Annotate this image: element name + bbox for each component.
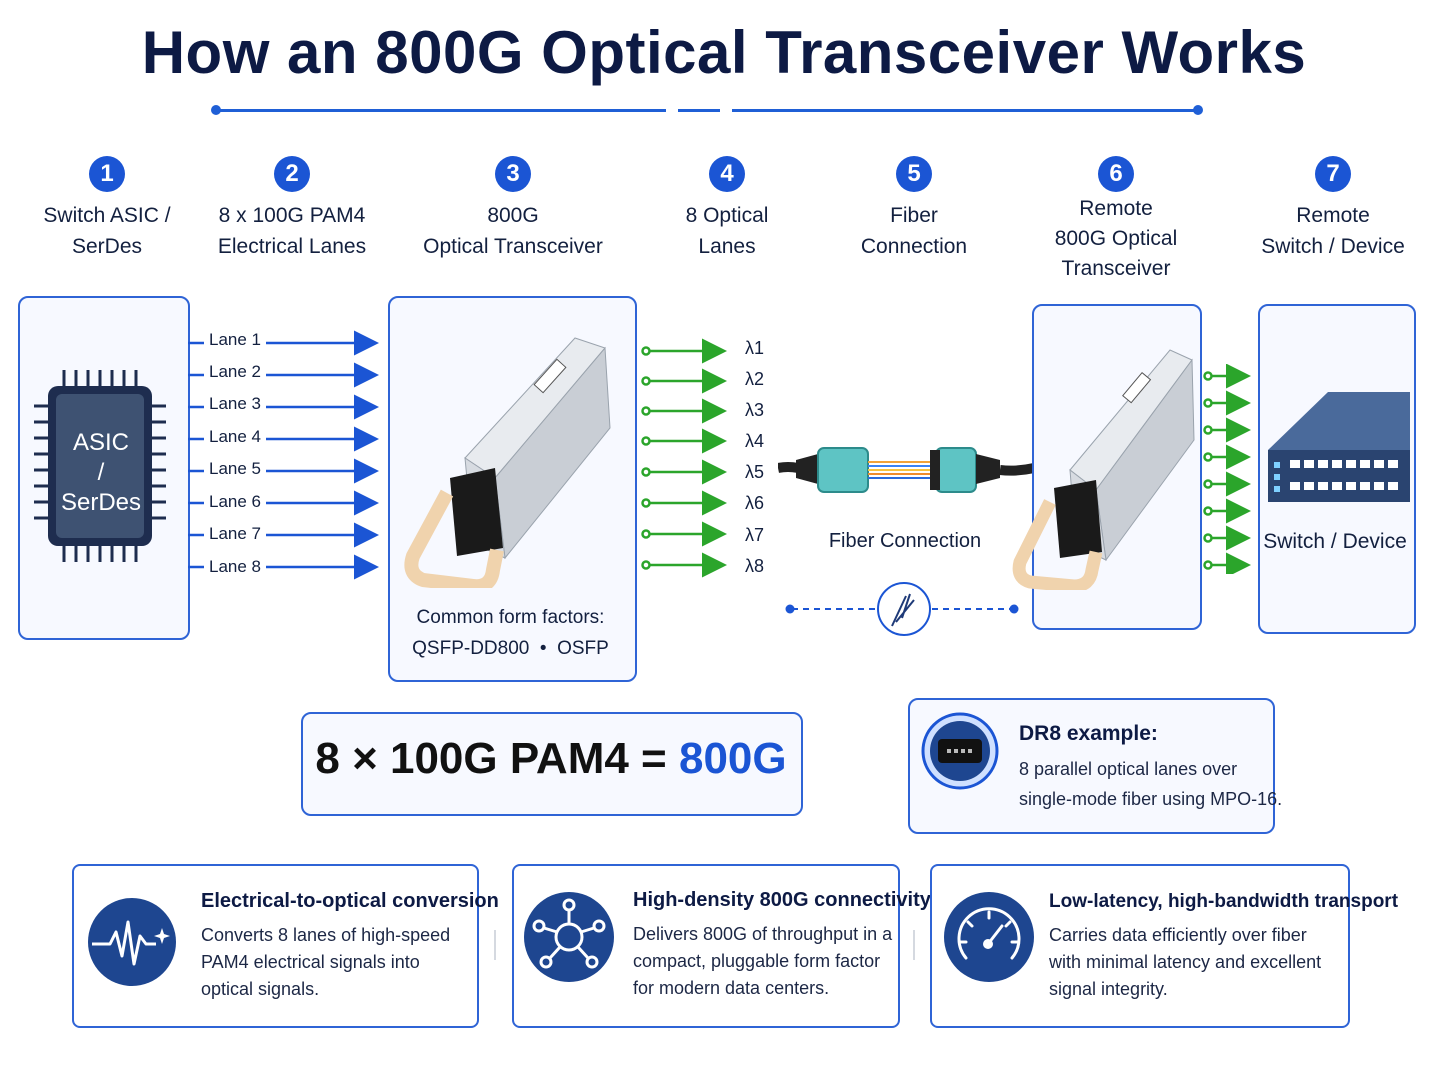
step-5: 5 Fiber Connection — [819, 156, 1009, 262]
remote-switch-label: Switch / Device — [1263, 530, 1407, 553]
lane-label: Lane 3 — [209, 394, 261, 413]
dr8-title: DR8 example: — [1019, 722, 1158, 745]
asic-label-bottom: SerDes — [60, 489, 142, 516]
asic-label-mid: / — [97, 459, 105, 486]
optical-lane-arrows — [641, 338, 727, 578]
step-1: 1 Switch ASIC / SerDes — [12, 156, 202, 262]
lane-label: Lane 8 — [209, 557, 261, 576]
step-number: 1 — [89, 156, 125, 192]
lane-label: Lane 1 — [209, 330, 261, 349]
step-2: 2 8 x 100G PAM4 Electrical Lanes — [197, 156, 387, 262]
equation-result: 800G — [678, 734, 787, 783]
divider — [913, 930, 915, 960]
lane-label: Lane 4 — [209, 427, 261, 446]
equation-left: 8 × 100G PAM4 = — [315, 734, 679, 783]
title-underline-right — [732, 109, 1200, 112]
step-3: 3 800G Optical Transceiver — [413, 156, 613, 262]
step-label: Switch ASIC / SerDes — [43, 204, 171, 258]
step-number: 7 — [1315, 156, 1351, 192]
electrical-lane-arrows — [188, 330, 379, 580]
fiber-cable-icon — [778, 447, 1034, 493]
feature-text: Delivers 800G of throughput in a compact… — [633, 924, 893, 998]
network-hub-icon — [524, 892, 614, 982]
wavelength-label: λ6 — [745, 493, 765, 513]
step-label: 8 x 100G PAM4 Electrical Lanes — [217, 204, 367, 258]
step-number: 5 — [896, 156, 932, 192]
title-underline-dot-right — [1193, 105, 1203, 115]
network-switch-icon — [1268, 392, 1410, 502]
step-number: 4 — [709, 156, 745, 192]
step-6: 6 Remote 800G Optical Transceiver — [1021, 156, 1211, 284]
title-underline-center — [678, 109, 720, 112]
step-7: 7 Remote Switch / Device — [1238, 156, 1428, 262]
transceiver-module-icon — [404, 337, 611, 588]
step-label: Remote Switch / Device — [1261, 204, 1405, 258]
fiber-strand-icon — [785, 582, 1019, 636]
asic-label-top: ASIC — [72, 429, 129, 456]
asic-label: ASIC / SerDes — [56, 428, 146, 518]
lane-label: Lane 2 — [209, 362, 261, 381]
lane-label: Lane 7 — [209, 524, 261, 543]
step-number: 3 — [495, 156, 531, 192]
step-label: Remote 800G Optical Transceiver — [1054, 197, 1178, 280]
step-label: Fiber Connection — [860, 204, 968, 258]
page-title: How an 800G Optical Transceiver Works — [141, 19, 1307, 86]
step-label: 800G Optical Transceiver — [423, 204, 603, 258]
remote-transceiver-module-icon — [1012, 349, 1195, 590]
wavelength-label: λ2 — [745, 369, 765, 389]
waveform-icon — [88, 898, 176, 986]
title-underline-dot-left — [211, 105, 221, 115]
form-factor-list: QSFP-DD800 • OSFP — [412, 638, 609, 659]
title-underline-left — [216, 109, 666, 112]
remote-optical-arrows — [1203, 364, 1251, 574]
feature-title: Electrical-to-optical conversion — [201, 890, 499, 912]
lane-label: Lane 5 — [209, 459, 261, 478]
speedometer-icon — [944, 892, 1034, 982]
wavelength-label: λ4 — [745, 431, 765, 451]
equation: 8 × 100G PAM4 = 800G — [301, 734, 801, 784]
wavelength-label: λ5 — [745, 462, 765, 482]
step-label: 8 Optical Lanes — [685, 204, 769, 258]
wavelength-label: λ8 — [745, 556, 765, 576]
step-4: 4 8 Optical Lanes — [632, 156, 822, 262]
wavelength-label: λ1 — [745, 338, 765, 358]
wavelength-label: λ3 — [745, 400, 765, 420]
fiber-label: Fiber Connection — [828, 530, 982, 552]
feature-title: Low-latency, high-bandwidth transport — [1049, 891, 1399, 912]
mpo-connector-icon — [921, 712, 999, 790]
form-factor-title: Common form factors: — [416, 607, 605, 628]
feature-text: Carries data efficiently over fiber with… — [1049, 925, 1322, 999]
wavelength-label: λ7 — [745, 525, 765, 545]
feature-text: Converts 8 lanes of high-speed PAM4 elec… — [201, 925, 451, 999]
step-number: 2 — [274, 156, 310, 192]
step-number: 6 — [1098, 156, 1134, 192]
divider — [494, 930, 496, 960]
asic-chip-icon — [34, 370, 166, 562]
dr8-text: 8 parallel optical lanes over single-mod… — [1019, 759, 1283, 809]
lane-label: Lane 6 — [209, 492, 261, 511]
equation-panel — [301, 712, 803, 816]
feature-title: High-density 800G connectivity — [633, 889, 931, 911]
